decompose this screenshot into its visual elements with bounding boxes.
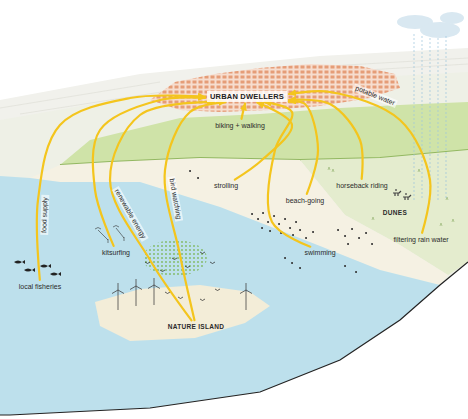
ground-profile	[0, 262, 468, 415]
flow-label: potable water	[353, 84, 395, 107]
flow-label: food supply	[40, 197, 49, 233]
activity-label: horseback riding	[334, 181, 389, 191]
connector-group	[37, 91, 431, 320]
flow-arrow	[289, 91, 430, 233]
flow-label-patch: renewable energy	[112, 186, 149, 242]
flow-arrow	[289, 100, 363, 179]
hub-label: URBAN DWELLERS	[207, 91, 287, 102]
activity-label: filtering rain water	[391, 235, 450, 245]
cloud	[440, 12, 464, 24]
flow-arrow	[110, 102, 214, 321]
green-belt	[60, 102, 468, 165]
flow-arrow	[264, 102, 310, 247]
activity-label: swimming	[302, 248, 337, 258]
cloud	[420, 22, 460, 38]
node-text: strolling	[214, 182, 238, 190]
flow-label-patch: food supply	[40, 195, 50, 235]
node-text: beach-going	[286, 197, 325, 205]
flow-label: bird watching	[167, 178, 183, 220]
activity-label: beach-going	[284, 196, 327, 206]
dune-grass	[328, 167, 454, 226]
flow-label-patch: bird watching	[167, 176, 184, 222]
flow-arrow	[235, 103, 292, 180]
node-text: kitsurfing	[102, 249, 130, 257]
hinterland	[0, 70, 468, 419]
place-label: NATURE ISLAND	[166, 322, 227, 332]
node-text: biking + walking	[215, 122, 265, 130]
nature-island	[95, 285, 270, 341]
region-label: DUNES	[381, 208, 409, 218]
activity-label: kitsurfing	[100, 248, 132, 258]
activity-label: strolling	[212, 181, 240, 191]
node-text: NATURE ISLAND	[168, 323, 225, 331]
flow-label-patch: potable water	[352, 84, 398, 109]
flow-arrow	[242, 103, 246, 118]
label-text: DUNES	[383, 209, 407, 217]
salt-marsh	[143, 240, 207, 276]
node-text: horseback riding	[336, 182, 387, 190]
horses	[393, 189, 411, 200]
birds	[145, 252, 220, 301]
node-text: swimming	[304, 249, 335, 257]
flow-label: renewable energy	[113, 188, 148, 240]
node-text: filtering rain water	[393, 236, 448, 244]
node-text: local fisheries	[19, 283, 61, 291]
activity-label: local fisheries	[17, 282, 63, 292]
flow-arrow	[93, 97, 205, 245]
wind-turbines	[112, 278, 252, 310]
activity-label: biking + walking	[213, 121, 267, 131]
cross-section	[0, 262, 468, 419]
node-text: URBAN DWELLERS	[210, 92, 284, 101]
flow-arrow	[165, 102, 226, 320]
